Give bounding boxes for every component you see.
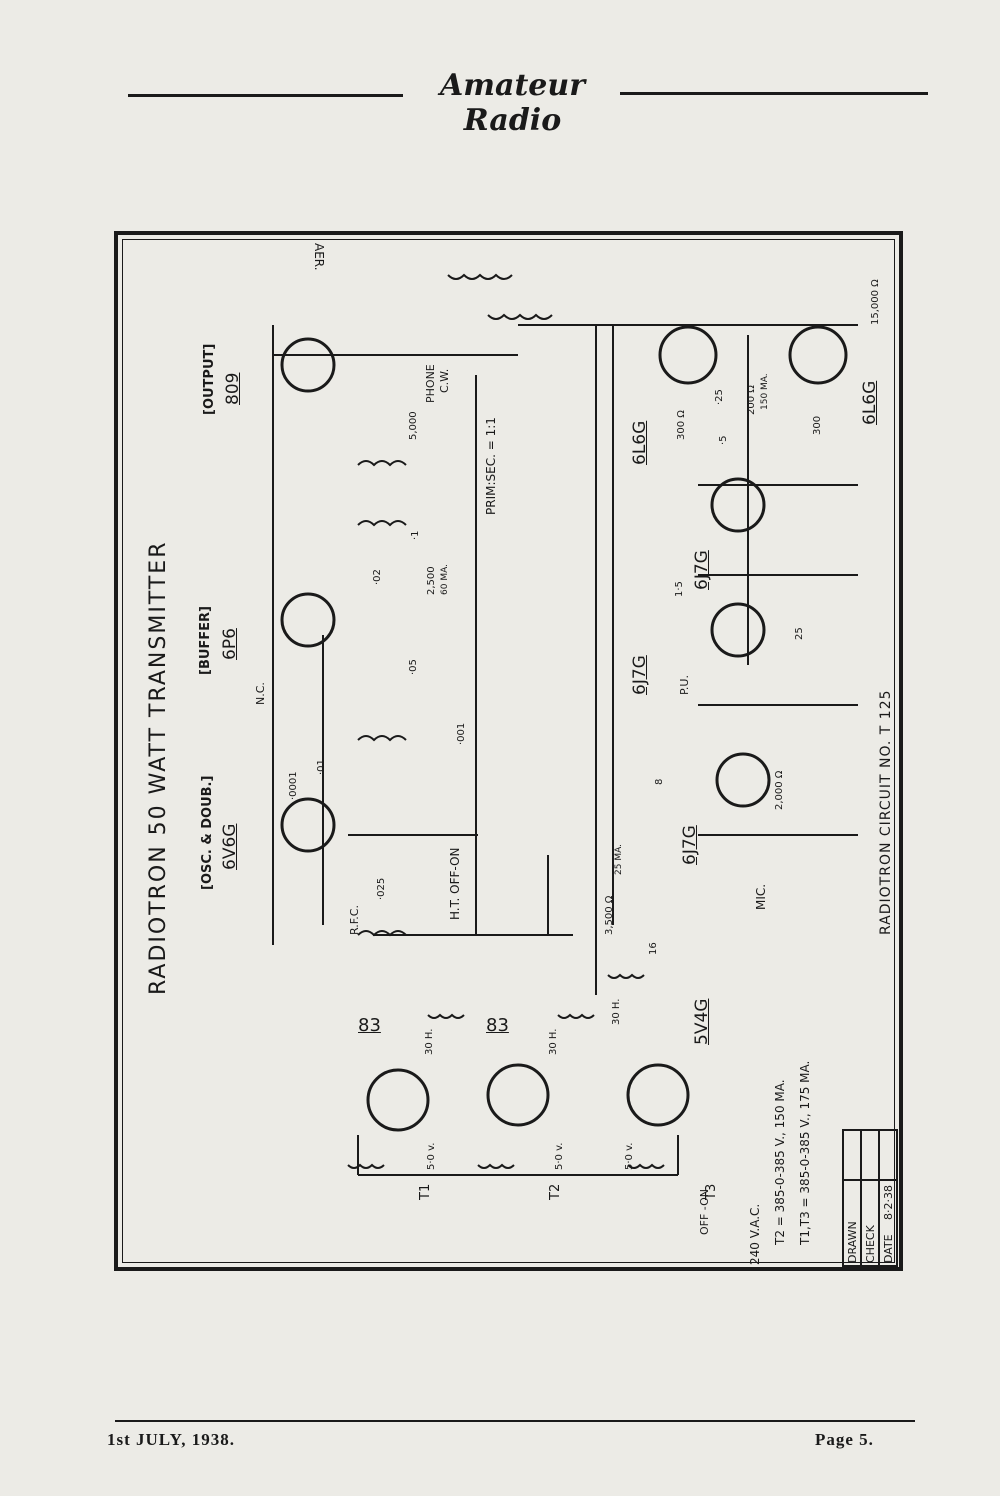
component-value: ·001 xyxy=(456,722,467,745)
rfc-label: R.F.C. xyxy=(348,905,361,935)
stage-role: [OSC. & DOUB.] xyxy=(200,775,215,890)
component-value: ·025 xyxy=(376,877,387,900)
masthead-rule xyxy=(128,94,403,97)
check-label: CHECK xyxy=(864,1225,877,1263)
stage-tube: 6P6 xyxy=(220,628,240,660)
five-volt-label: 5·0 v. xyxy=(554,1142,565,1170)
pickup-label: P.U. xyxy=(678,675,691,695)
component-value: 300 Ω xyxy=(676,410,687,440)
date-value: 8·2·38 xyxy=(882,1185,895,1220)
rectifier-tube: 83 xyxy=(358,1015,381,1036)
component-value: 16 xyxy=(648,942,659,955)
date-label: DATE xyxy=(882,1234,895,1263)
component-value: 200 Ω xyxy=(746,385,757,415)
vacuum-tubes xyxy=(280,325,848,1132)
five-volt-label: 5·0 v. xyxy=(624,1142,635,1170)
circuit-number: RADIOTRON CIRCUIT NO. T 125 xyxy=(878,689,894,935)
choke-label: 30 H. xyxy=(548,1028,559,1055)
component-value: 1·5 xyxy=(674,581,685,597)
component-value: ·0001 xyxy=(288,771,299,800)
tube-6l6g-icon xyxy=(788,325,848,385)
stage-role: [BUFFER] xyxy=(198,606,213,675)
rectifier-5v4g-icon xyxy=(626,1063,690,1127)
footer-rule xyxy=(115,1420,915,1422)
wiring xyxy=(272,324,858,1176)
component-value: ·1 xyxy=(410,530,421,540)
off-on-label: OFF -ON xyxy=(698,1189,711,1235)
prim-sec-label: PRIM:SEC. = 1:1 xyxy=(484,417,498,515)
masthead-rule xyxy=(620,92,928,95)
nc-label: N.C. xyxy=(254,682,267,705)
issue-date: 1st JULY, 1938. xyxy=(107,1430,236,1449)
component-value: 25 xyxy=(794,627,805,640)
mains-label: 240 V.A.C. xyxy=(748,1203,762,1265)
diagram-title: RADIOTRON 50 WATT TRANSMITTER xyxy=(146,540,171,996)
choke-label: 30 H. xyxy=(611,998,622,1025)
tube-6j7g-icon xyxy=(715,752,771,808)
transformer-note: T1,T3 = 385-0-385 V., 175 MA. xyxy=(798,1060,812,1245)
masthead-title: Amateur Radio xyxy=(439,68,586,138)
ht-switch-label: H.T. OFF-ON xyxy=(448,847,462,921)
component-value: ·25 xyxy=(714,389,725,405)
schematic-diagram xyxy=(272,273,898,1267)
component-value: 150 MA. xyxy=(760,373,770,410)
component-value: 300 xyxy=(812,415,823,435)
tube-6p6-icon xyxy=(280,592,336,648)
stage-tube: 809 xyxy=(223,372,243,405)
schematic-frame: RADIOTRON 50 WATT TRANSMITTER RADIOTRON … xyxy=(114,231,903,1271)
tube-6l6g-icon xyxy=(658,325,718,385)
component-value: ·02 xyxy=(372,569,383,585)
component-value: 60 MA. xyxy=(440,564,450,595)
audio-tube: 6J7G xyxy=(692,550,712,590)
coils xyxy=(347,273,665,1169)
audio-tube: 6J7G xyxy=(630,655,650,695)
drawn-label: DRAWN xyxy=(846,1221,859,1263)
component-value: ·01 xyxy=(316,759,327,775)
tube-6v6g-icon xyxy=(280,797,336,853)
audio-tube: 6L6G xyxy=(860,380,880,425)
five-volt-label: 5·0 v. xyxy=(426,1142,437,1170)
tube-6j7g-icon xyxy=(710,602,766,658)
component-value: ·05 xyxy=(408,659,419,675)
page-number: Page 5. xyxy=(815,1430,874,1449)
tube-809-icon xyxy=(280,337,336,393)
component-value: ·5 xyxy=(718,435,729,445)
rectifier-tube: 5V4G xyxy=(692,998,712,1045)
schematic-inner-border xyxy=(122,239,895,1263)
component-value: 15,000 Ω xyxy=(870,279,881,325)
component-value: 2,000 Ω xyxy=(774,770,785,810)
component-value: 8 xyxy=(654,778,665,785)
component-value: 25 MA. xyxy=(614,844,624,875)
rectifier-83-icon xyxy=(366,1068,430,1132)
aerial-label: AER. xyxy=(312,243,326,271)
mic-label: MIC. xyxy=(754,883,768,910)
audio-tube: 6J7G xyxy=(680,825,700,865)
transformer-note: T2 = 385-0-385 V., 150 MA. xyxy=(773,1079,787,1245)
component-value: 2,500 xyxy=(426,566,437,595)
phone-label: PHONE xyxy=(424,364,437,403)
transformer-label: T1 xyxy=(418,1183,433,1200)
transformer-label: T2 xyxy=(548,1183,563,1200)
rectifier-83-icon xyxy=(486,1063,550,1127)
tube-6j7g-icon xyxy=(710,477,766,533)
cw-label: C.W. xyxy=(438,368,451,393)
title-block xyxy=(842,1129,898,1267)
component-value: 3,500 Ω xyxy=(604,895,615,935)
choke-label: 30 H. xyxy=(424,1028,435,1055)
rectifier-tube: 83 xyxy=(486,1015,509,1036)
stage-role: [OUTPUT] xyxy=(202,343,217,415)
stage-tube: 6V6G xyxy=(220,823,240,870)
audio-tube: 6L6G xyxy=(630,420,650,465)
component-value: 5,000 xyxy=(408,411,419,440)
